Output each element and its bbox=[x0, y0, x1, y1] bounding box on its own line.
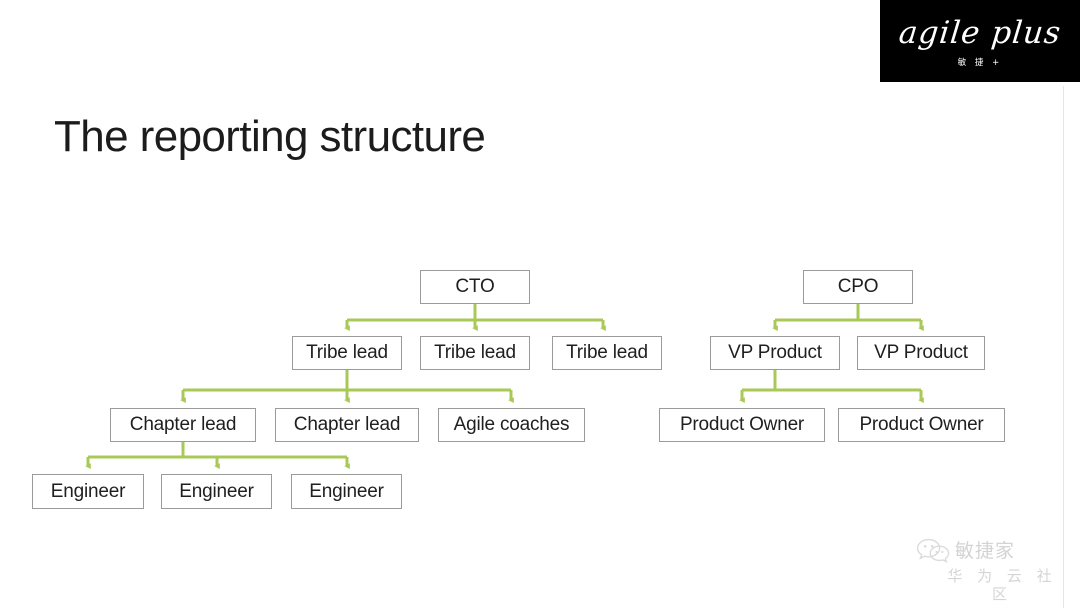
watermark-row-secondary: 华 为 云 社 区 bbox=[916, 568, 1066, 604]
org-node-label: Engineer bbox=[50, 480, 126, 502]
org-node-engineer-2[interactable]: Engineer bbox=[161, 474, 272, 509]
right-edge-rule bbox=[1063, 86, 1064, 608]
org-node-tribe-lead-2[interactable]: Tribe lead bbox=[420, 336, 530, 370]
watermark-secondary-text: 华 为 云 社 区 bbox=[947, 567, 1057, 603]
org-node-label: Chapter lead bbox=[293, 414, 401, 435]
org-node-tribe-lead-3[interactable]: Tribe lead bbox=[552, 336, 662, 370]
org-node-agile-coaches[interactable]: Agile coaches bbox=[438, 408, 585, 442]
org-node-label: Tribe lead bbox=[434, 342, 516, 363]
org-node-product-owner-2[interactable]: Product Owner bbox=[838, 408, 1005, 442]
brand-wordmark: agile plus bbox=[897, 15, 1063, 52]
org-node-engineer-1[interactable]: Engineer bbox=[32, 474, 144, 509]
org-node-tribe-lead-1[interactable]: Tribe lead bbox=[292, 336, 402, 370]
footer-watermark: 敏捷家 华 为 云 社 区 bbox=[916, 536, 1066, 602]
org-node-label: CPO bbox=[837, 276, 879, 297]
org-node-label: VP Product bbox=[874, 342, 968, 363]
org-node-cpo[interactable]: CPO bbox=[803, 270, 913, 304]
org-node-product-owner-1[interactable]: Product Owner bbox=[659, 408, 825, 442]
org-node-label: Engineer bbox=[309, 480, 384, 502]
wechat-icon bbox=[916, 538, 950, 563]
org-node-cto[interactable]: CTO bbox=[420, 270, 530, 304]
org-node-label: Agile coaches bbox=[453, 414, 570, 435]
org-node-vp-product-1[interactable]: VP Product bbox=[710, 336, 840, 370]
org-node-chapter-lead-1[interactable]: Chapter lead bbox=[110, 408, 256, 442]
org-node-label: Engineer bbox=[179, 480, 254, 502]
org-node-vp-product-2[interactable]: VP Product bbox=[857, 336, 985, 370]
watermark-row-primary: 敏捷家 bbox=[916, 536, 1066, 566]
org-node-chapter-lead-2[interactable]: Chapter lead bbox=[275, 408, 419, 442]
org-node-label: Chapter lead bbox=[129, 414, 237, 435]
watermark-primary-text: 敏捷家 bbox=[955, 539, 1016, 562]
brand-subtitle: 敏 捷 + bbox=[957, 58, 1003, 69]
org-node-label: Product Owner bbox=[679, 414, 805, 435]
org-node-label: Tribe lead bbox=[306, 342, 388, 363]
page-title: The reporting structure bbox=[54, 112, 486, 161]
org-node-label: Product Owner bbox=[859, 414, 984, 435]
org-node-engineer-3[interactable]: Engineer bbox=[291, 474, 402, 509]
org-node-label: Tribe lead bbox=[566, 342, 648, 363]
org-node-label: VP Product bbox=[728, 342, 822, 363]
org-node-label: CTO bbox=[455, 276, 495, 297]
brand-logo: agile plus 敏 捷 + bbox=[880, 0, 1080, 82]
